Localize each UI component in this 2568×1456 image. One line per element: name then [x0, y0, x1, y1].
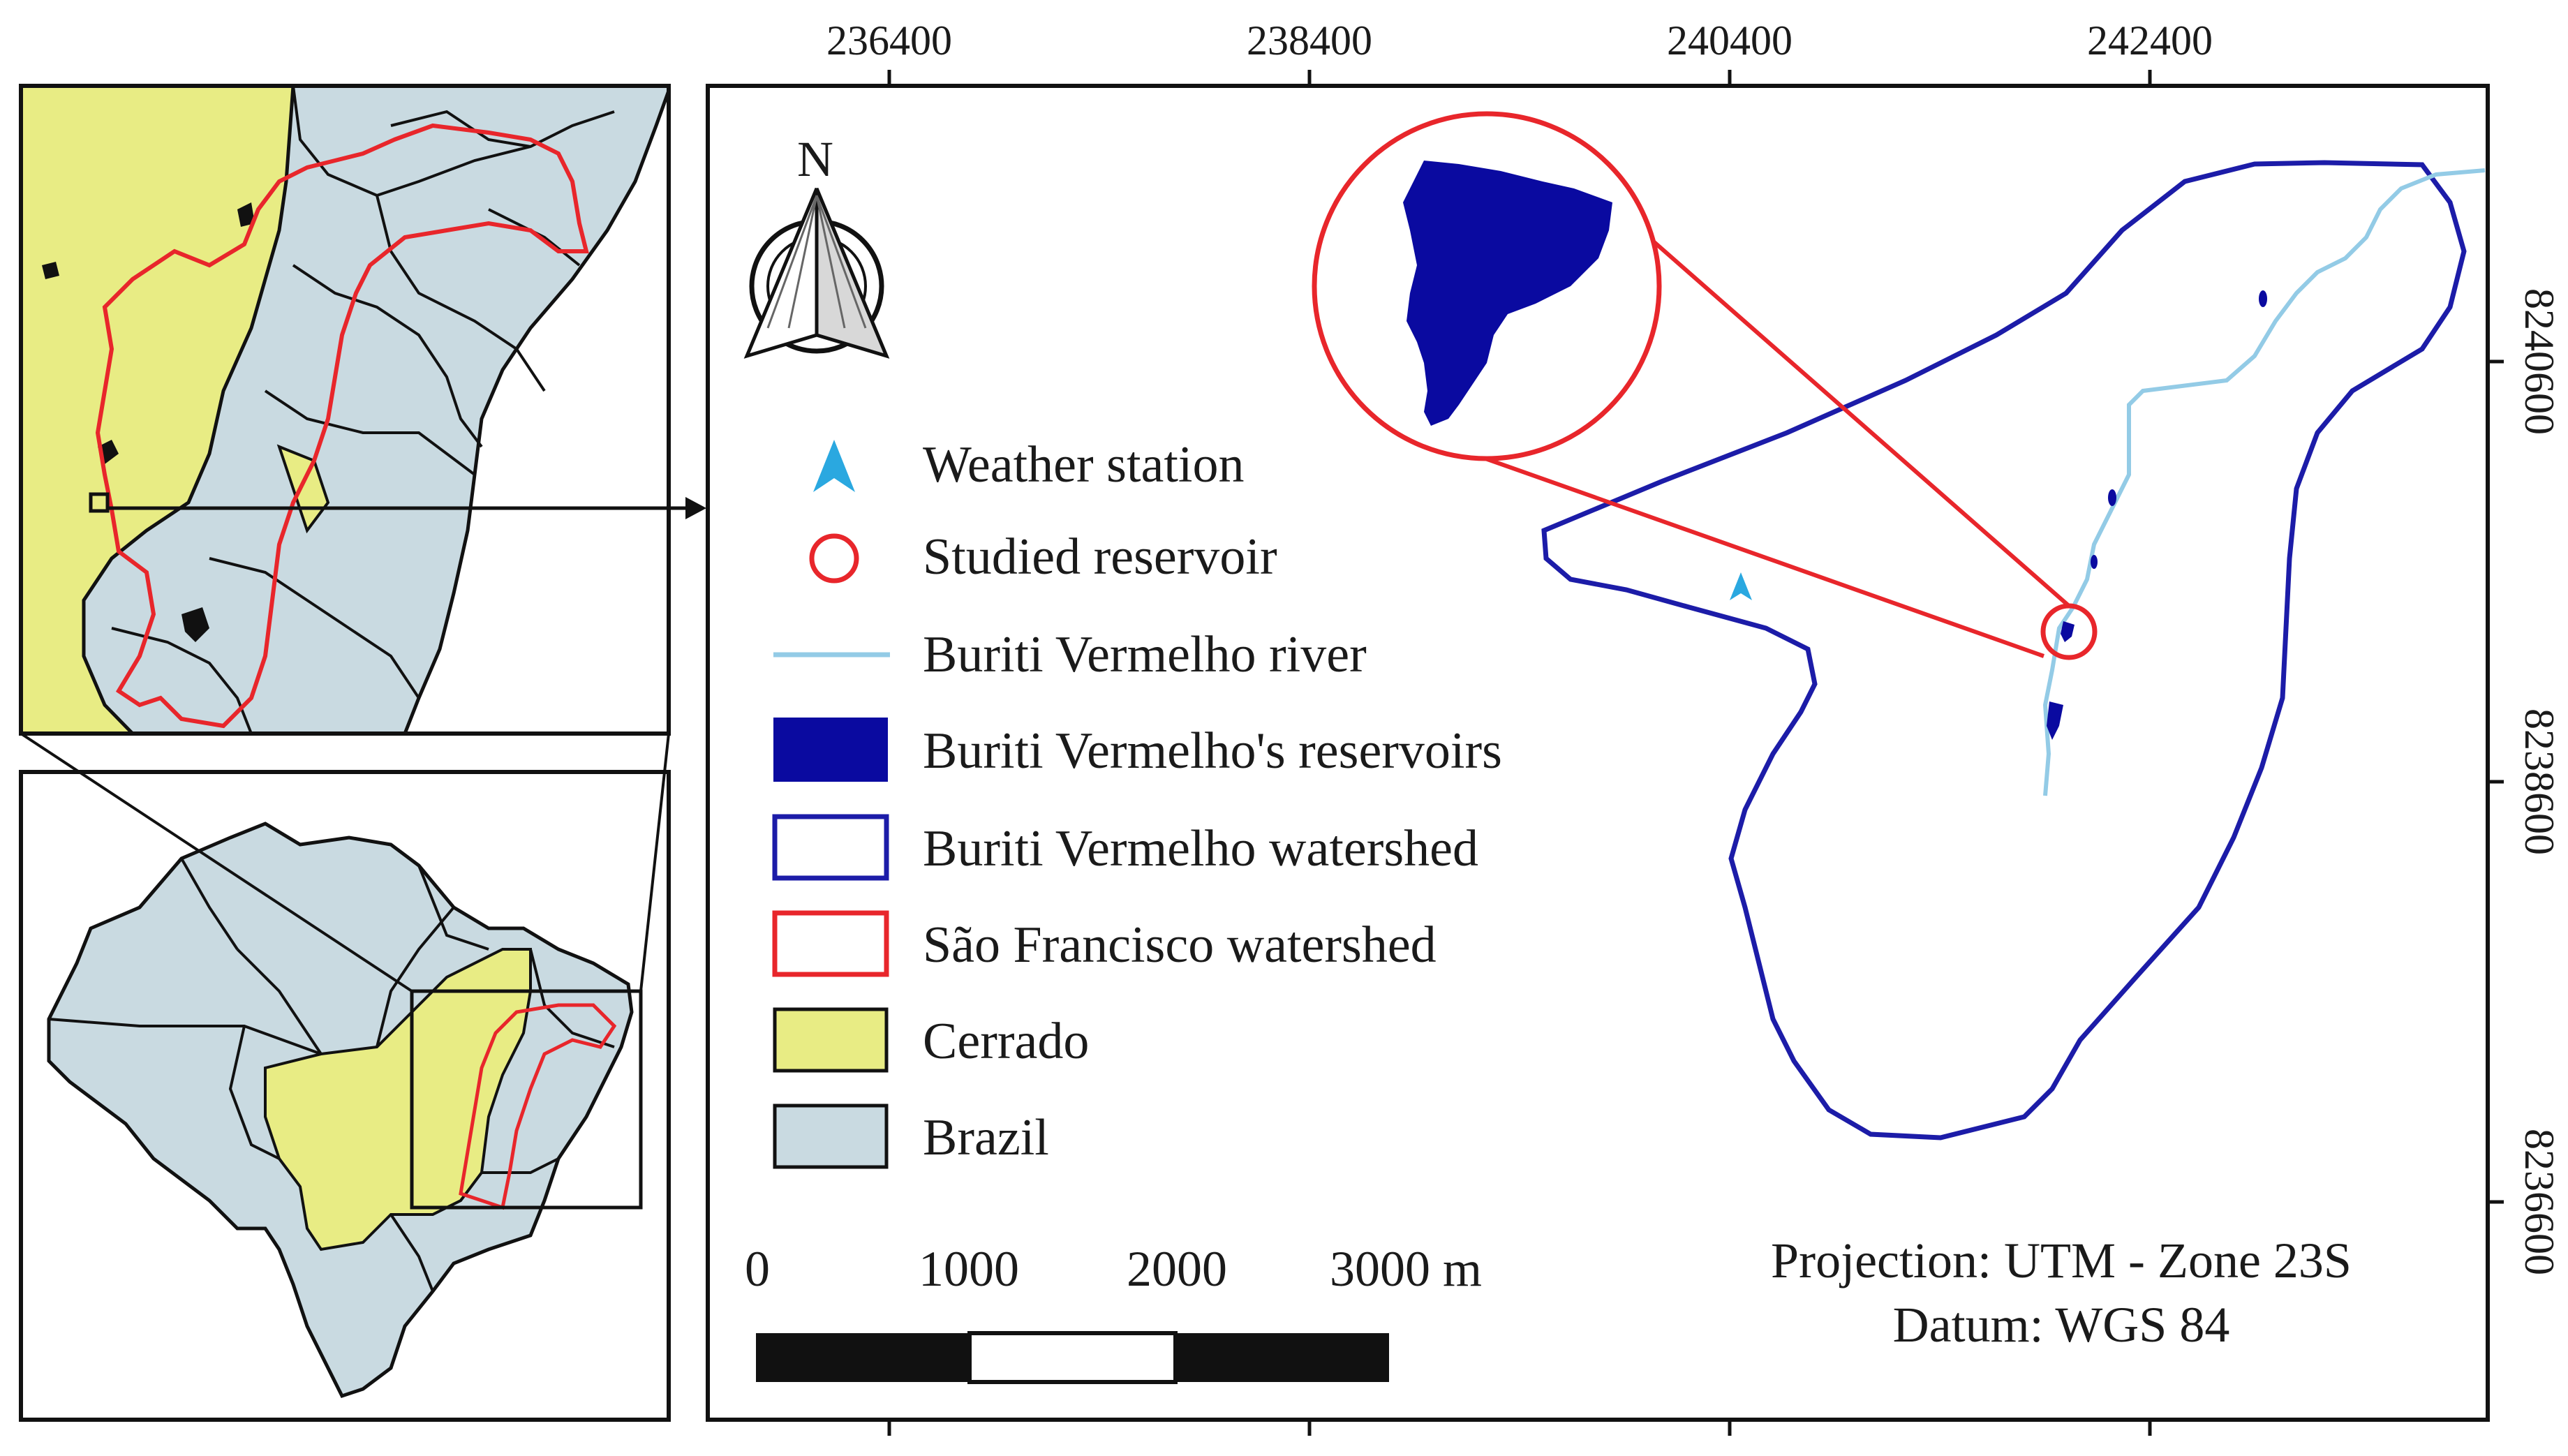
north-arrow-icon: [743, 188, 890, 359]
legend-reservoirs-icon: [773, 718, 888, 782]
top-tick-marks: [887, 70, 2152, 1436]
legend-label-weather-station: Weather station: [923, 436, 1244, 493]
top-axis-labels: 236400 238400 240400 242400: [826, 17, 2213, 64]
brazil-zoom-rect: [410, 989, 643, 1210]
scale-label-2000: 2000: [1127, 1241, 1227, 1297]
top-tick-label: 238400: [1247, 17, 1372, 64]
buriti-vermelho-watershed: [1541, 160, 2467, 1141]
legend-brazil-icon: [773, 1104, 889, 1169]
scale-label-1000: 1000: [919, 1241, 1019, 1297]
top-tick-label: 242400: [2087, 17, 2213, 64]
right-axis-labels: 8240600 8238600 8236600: [2516, 288, 2562, 1275]
inset-cerrado-region: [21, 86, 295, 734]
legend-label-studied-reservoir: Studied reservoir: [923, 528, 1277, 586]
legend-cerrado-icon: [773, 1007, 889, 1073]
location-arrow: [107, 497, 706, 519]
right-tick-marks: [2488, 359, 2504, 1204]
legend-label-cerrado: Cerrado: [923, 1013, 1089, 1070]
buriti-vermelho-river: [2042, 168, 2486, 796]
legend-symbols: [772, 440, 890, 1169]
legend-labels: Weather station Studied reservoir Buriti…: [923, 436, 1502, 1166]
zoom-lines: [1450, 200, 2070, 658]
projection-info: Projection: UTM - Zone 23S Datum: WGS 84: [1771, 1233, 2352, 1353]
legend-studied-reservoir-icon: [809, 533, 859, 584]
right-tick-label: 8240600: [2516, 288, 2562, 435]
main-map: N Weather station Studied reservoir Buri…: [706, 70, 2504, 1436]
north-label: N: [797, 131, 833, 187]
legend-label-river: Buriti Vermelho river: [923, 626, 1367, 683]
zoomed-reservoir-shape: [1403, 161, 1612, 426]
projection-line: Projection: UTM - Zone 23S: [1771, 1233, 2352, 1288]
top-tick-label: 236400: [826, 17, 952, 64]
scale-bar: [756, 1331, 1389, 1384]
legend-watershed-icon: [772, 814, 889, 881]
legend-label-sao-francisco: São Francisco watershed: [923, 916, 1437, 974]
regional-inset: [19, 84, 671, 736]
buriti-vermelho-reservoirs: [2047, 290, 2267, 740]
legend-label-watershed: Buriti Vermelho watershed: [923, 820, 1478, 877]
brazil-sao-francisco-outline: [459, 1003, 617, 1210]
study-area-marker: [89, 492, 110, 513]
inset-connectors: [20, 732, 670, 993]
legend-weather-station-icon: [813, 440, 855, 492]
inset-lakes: [42, 202, 255, 642]
top-tick-label: 240400: [1667, 17, 1793, 64]
legend-label-brazil: Brazil: [923, 1109, 1049, 1166]
scale-label-0: 0: [745, 1241, 770, 1297]
inset-sao-francisco-outline: [95, 123, 589, 729]
scale-label-3000: 3000 m: [1330, 1241, 1482, 1297]
scale-bar-labels: 0 1000 2000 3000 m: [745, 1241, 1482, 1297]
right-tick-label: 8238600: [2516, 708, 2562, 855]
brazil-inset: [19, 770, 671, 1422]
legend-sao-francisco-icon: [772, 910, 889, 977]
right-tick-label: 8236600: [2516, 1129, 2562, 1275]
inset-coastline: [403, 90, 669, 734]
weather-station-marker: [1730, 572, 1752, 600]
inset-frame: [19, 84, 671, 736]
studied-reservoir-shape: [2061, 621, 2075, 642]
legend-label-reservoirs: Buriti Vermelho's reservoirs: [923, 722, 1502, 780]
inset-state-borders: [111, 86, 615, 734]
brazil-state-borders: [48, 858, 615, 1292]
datum-line: Datum: WGS 84: [1893, 1297, 2230, 1353]
